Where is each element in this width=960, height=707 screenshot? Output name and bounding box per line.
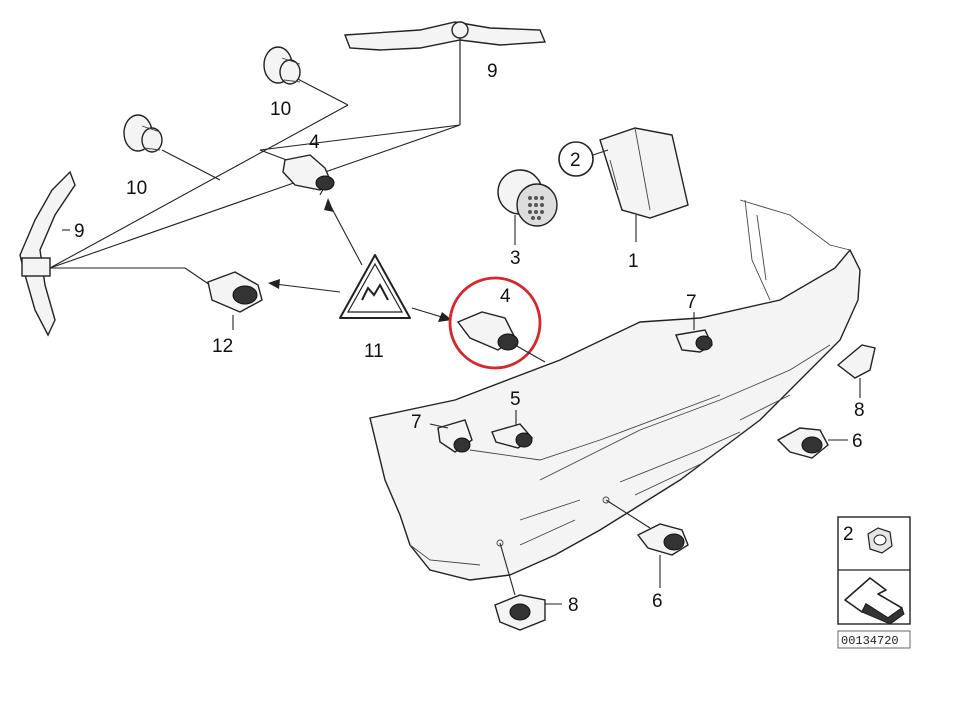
bracket-9-left (19, 170, 76, 337)
connector-3 (497, 169, 558, 227)
grommet-10-mid (123, 114, 163, 153)
callout-2-circle (558, 141, 594, 177)
control-module-1 (599, 127, 689, 242)
bracket-9-top (259, 21, 547, 151)
reference-number-box: 00134720 (837, 630, 911, 649)
callout-7-right: 7 (686, 292, 697, 313)
callout-8-right: 8 (854, 400, 865, 421)
sensor-5 (491, 410, 534, 449)
arrows-from-label (268, 198, 452, 322)
callout-5: 5 (510, 389, 521, 410)
callout-12: 12 (212, 336, 233, 357)
callout-4-highlight: 4 (500, 286, 511, 307)
sensor-7-right (675, 312, 713, 353)
sensor-12 (207, 271, 263, 313)
inset-label: 2 (843, 524, 854, 545)
callout-1: 1 (628, 251, 639, 272)
callout-9-left: 9 (74, 221, 85, 242)
sensor-4-top (282, 154, 335, 191)
bracket-6-bottom (605, 499, 689, 588)
grommet-10-top (263, 46, 301, 85)
callout-3: 3 (510, 248, 521, 269)
callout-11: 11 (364, 341, 384, 362)
warning-label-11 (339, 254, 411, 319)
rear-bumper-cover (369, 199, 861, 581)
callout-6-bottom: 6 (652, 591, 663, 612)
callout-9-top: 9 (487, 61, 498, 82)
bracket-8-right (836, 344, 876, 398)
callout-labels: 1 2 3 4 4 5 6 6 7 7 8 8 9 9 10 10 11 12 (62, 61, 865, 616)
bracket-8-bottom (494, 542, 562, 631)
sensor-4-highlighted (448, 276, 546, 370)
inset-panel: 2 (837, 516, 911, 625)
callout-2: 2 (570, 150, 581, 171)
arrow-symbol-icon (844, 577, 905, 625)
reference-number: 00134720 (841, 634, 899, 648)
highlight-circle (448, 276, 542, 370)
sensor-7-left (429, 419, 473, 453)
nut-icon (867, 527, 893, 554)
callout-4-top: 4 (309, 132, 320, 153)
bracket-6-right (776, 427, 848, 459)
callout-6-right: 6 (852, 431, 863, 452)
callout-10-top: 10 (270, 99, 291, 120)
callout-10-mid: 10 (126, 178, 147, 199)
callout-7-left: 7 (411, 412, 422, 433)
callout-8-bottom: 8 (568, 595, 579, 616)
